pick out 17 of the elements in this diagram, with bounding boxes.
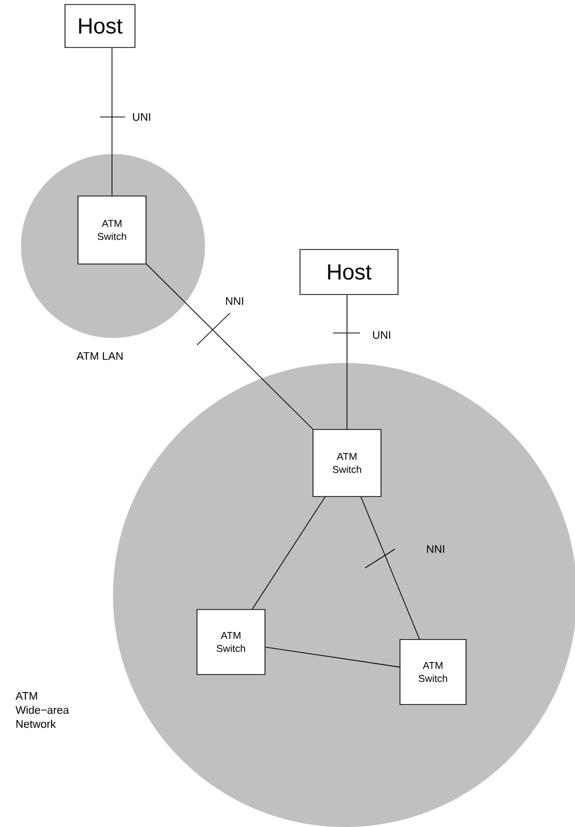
switch-box: ATM Switch [312,429,382,497]
host-box: Host [64,4,136,48]
host-box: Host [300,249,398,295]
connector-line [346,294,348,430]
switch-box: ATM Switch [196,609,266,675]
interface-label: UNI [133,113,150,121]
connector-line [146,264,314,430]
connector-line [265,646,400,668]
connector-line [252,496,326,610]
switch-box: ATM Switch [400,639,466,705]
interface-label: UNI [373,331,390,339]
switch-box: ATM Switch [78,196,146,264]
connector-line [360,496,420,640]
interface-label: NNI [427,545,444,553]
network-label: ATM Wide−area Network [16,692,70,728]
network-label: ATM LAN [76,352,123,360]
interface-label: NNI [226,297,244,305]
